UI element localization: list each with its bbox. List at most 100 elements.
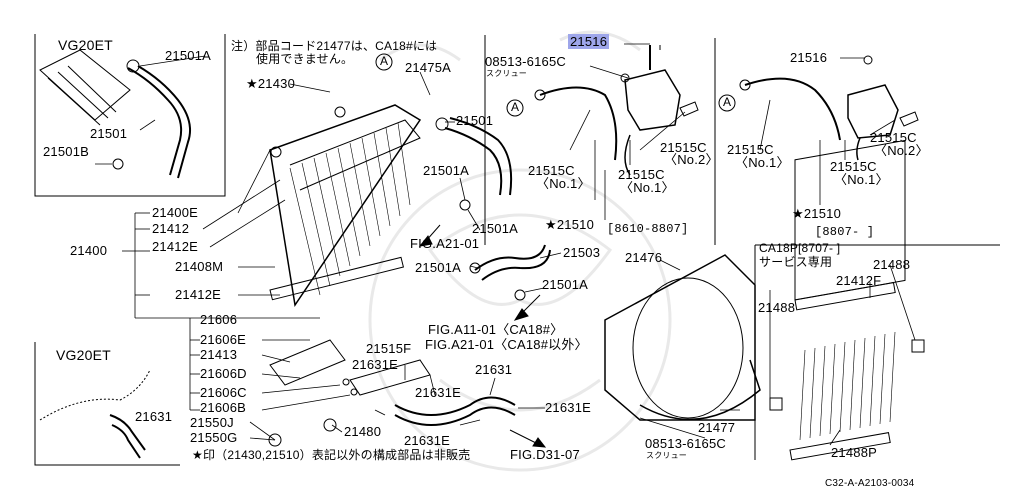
part-label[interactable]: 21550J [190,415,234,430]
service-only-label: サービス専用 [759,255,833,269]
part-label[interactable]: 21550G [190,430,238,445]
part-label[interactable]: 21606 [200,312,238,327]
fig-reference[interactable]: FIG.A21-01 [410,236,480,251]
part-label[interactable]: 21400 [70,243,108,258]
part-label[interactable]: 21501A [423,163,470,178]
vg20et-top-hose [127,67,183,176]
hose-clamp [126,59,140,73]
leader-lines [95,43,916,446]
screw-note: スクリュー [486,69,527,78]
inset-frame-top-left [34,34,226,197]
bracket-21413 [269,339,346,386]
upper-hose-21501 [444,127,503,196]
water-pipe-21631 [394,396,516,416]
reservoir-tank-right [739,55,919,161]
callout-a: A [511,100,520,114]
inset-engine-label-top: VG20ET [58,37,113,53]
part-label[interactable]: 21606C [200,385,247,400]
part-label[interactable]: 21408M [175,259,224,274]
part-label[interactable]: 21631E [352,357,399,372]
part-label[interactable]: 21631E [545,400,592,415]
part-label[interactable]: 21631 [135,409,173,424]
fig-reference[interactable]: FIG.A21-01〈CA18#以外〉 [425,337,588,352]
sub-label: 〈No.1〉 [536,176,591,191]
sub-label: 〈No.1〉 [735,155,790,170]
date-range: [8807- ] [815,225,875,239]
callout-a-circle [506,99,524,117]
note-line-1: 注）部品コード21477は、CA18#には [231,39,438,53]
vg20et-radiator-edge [39,49,131,121]
part-label[interactable]: ★21510 [792,206,842,221]
callout-a-circle [375,53,393,71]
main-radiator [269,104,422,307]
fan-shroud-21476 [604,254,756,421]
part-label[interactable]: 21606E [200,332,247,347]
reservoir-tank-left [534,45,699,176]
part-label[interactable]: 21412F [836,273,882,288]
part-label[interactable]: 21501 [456,113,494,128]
part-label[interactable]: 21475A [405,60,452,75]
screw-note: スクリュー [646,451,687,460]
part-label[interactable]: 08513-6165C [645,436,726,451]
part-label[interactable]: 21476 [625,250,663,265]
inset-engine-label-bottom: VG20ET [56,347,111,363]
callout-a: A [380,54,389,68]
part-label[interactable]: ★21510 [545,217,595,232]
part-label[interactable]: 21412E [152,239,199,254]
highlight-21516[interactable]: 21516 [568,34,610,49]
part-label[interactable]: 21516 [790,50,828,65]
vg20et-lower-hose [109,414,146,451]
part-label[interactable]: 21501A [542,277,589,292]
part-label[interactable]: 21515C [870,130,917,145]
part-label[interactable]: 21515C [618,167,665,182]
part-label[interactable]: 21501A [472,221,519,236]
fig-reference[interactable]: FIG.A11-01〈CA18#〉 [428,322,564,337]
part-label[interactable]: 21515C [660,140,707,155]
part-label[interactable]: 08513-6165C [485,54,566,69]
part-label[interactable]: 21631E [404,433,451,448]
shroud-lower-21477 [639,359,761,421]
callout-a: A [723,95,732,109]
part-label[interactable]: 21501A [165,48,212,63]
part-label[interactable]: 21515C [727,142,774,157]
diagram-code: C32-A-A2103-0034 [825,478,915,489]
lower-hose-21503 [474,244,546,271]
part-label[interactable]: 21488 [873,257,911,272]
part-label[interactable]: 21515C [528,163,575,178]
sub-label: 〈No.1〉 [620,180,675,195]
part-label-highlighted[interactable]: 21516 [568,34,610,49]
part-label[interactable]: 21477 [698,420,736,435]
part-label[interactable]: 21488 [758,300,796,315]
part-label[interactable]: 21515C [830,159,877,174]
part-label[interactable]: 21631 [475,362,513,377]
part-label[interactable]: ★21430 [246,76,296,91]
part-label[interactable]: 21515F [366,341,412,356]
date-range: [8610-8807] [607,222,689,236]
sub-label: 〈No.2〉 [664,152,719,167]
part-label[interactable]: 21501 [90,126,128,141]
part-label[interactable]: 21400E [152,205,199,220]
variant-label: CA18P[8707- ] [759,241,841,255]
part-label[interactable]: 21606D [200,366,247,381]
part-label[interactable]: 21631E [415,385,462,400]
part-label[interactable]: 21606B [200,400,247,415]
ca18p-radiator [769,139,925,461]
part-label[interactable]: 21412 [152,221,190,236]
part-label[interactable]: 21412E [175,287,222,302]
part-label[interactable]: 21501B [43,144,90,159]
sub-label: 〈No.2〉 [874,143,929,158]
sub-label: 〈No.1〉 [834,172,889,187]
part-label[interactable]: 21480 [344,424,382,439]
inset-frame-bottom-left [34,342,180,466]
part-label[interactable]: 21413 [200,347,238,362]
reference-arrows [418,224,547,448]
part-label[interactable]: 21488P [831,445,878,460]
part-label[interactable]: 21503 [563,245,601,260]
note-line-2: 使用できません。 [256,52,354,66]
note-bottom: ★印（21430,21510）表記以外の構成部品は非販売 [192,448,471,462]
part-label[interactable]: 21501A [415,260,462,275]
fig-reference[interactable]: FIG.D31-07 [510,447,580,462]
callout-a-circle [718,94,736,112]
